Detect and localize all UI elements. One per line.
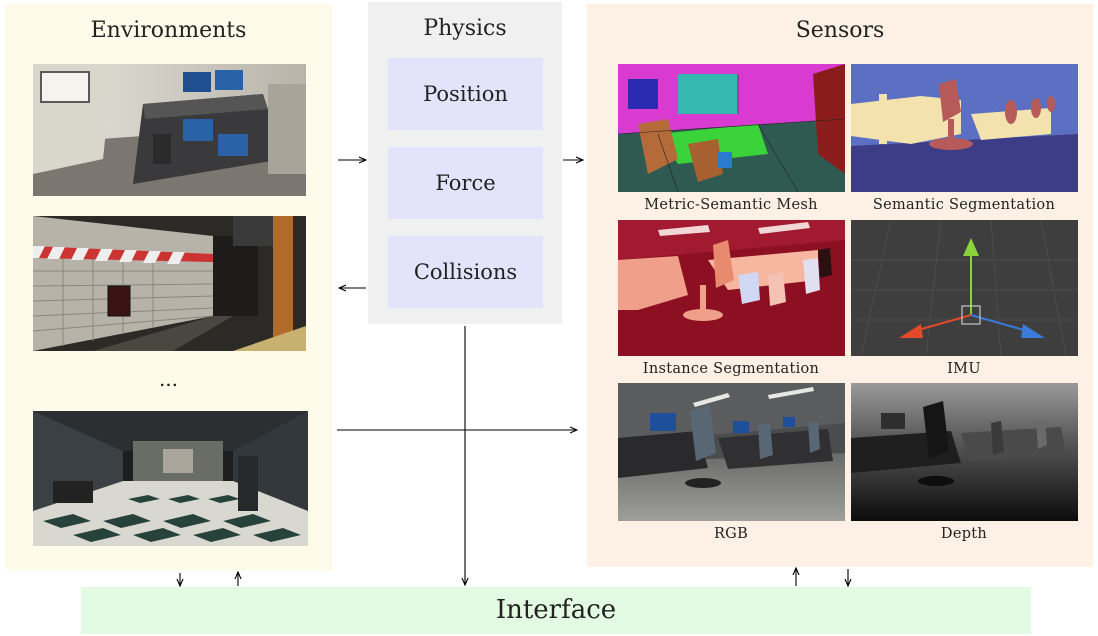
interface-label: Interface [495, 595, 617, 625]
environment-image-hallway [33, 411, 308, 546]
physics-item-label: Position [423, 82, 508, 106]
sensors-panel: Sensors Metric-Semantic Mesh [587, 4, 1093, 567]
sensor-image-rgb [618, 383, 845, 521]
sensors-title: Sensors [795, 18, 885, 43]
sensor-image-semantic-segmentation [851, 64, 1078, 192]
sensor-image-metric-semantic-mesh [618, 64, 845, 192]
physics-panel: Physics Position Force Collisions [368, 2, 562, 324]
environments-title: Environments [90, 18, 247, 43]
sensor-image-instance-segmentation [618, 220, 845, 356]
physics-item-force: Force [388, 147, 543, 219]
physics-item-collisions: Collisions [388, 236, 543, 308]
physics-item-label: Force [435, 171, 496, 195]
physics-item-label: Collisions [413, 260, 518, 284]
interface-box: Interface [81, 587, 1031, 634]
sensor-label: Instance Segmentation [642, 361, 820, 377]
environment-image-subway [33, 216, 306, 351]
sensor-label: RGB [713, 526, 749, 542]
sensor-label: Depth [940, 526, 988, 542]
sensor-image-depth [851, 383, 1078, 521]
sensor-label: Semantic Segmentation [872, 197, 1056, 213]
physics-title: Physics [423, 16, 507, 41]
environments-panel: Environments [5, 4, 332, 571]
environment-image-office [33, 64, 306, 196]
sensor-label: IMU [947, 361, 981, 377]
environments-ellipsis: ... [158, 367, 179, 391]
physics-item-position: Position [388, 58, 543, 130]
sensor-image-imu [851, 220, 1078, 356]
sensor-label: Metric-Semantic Mesh [644, 197, 818, 213]
